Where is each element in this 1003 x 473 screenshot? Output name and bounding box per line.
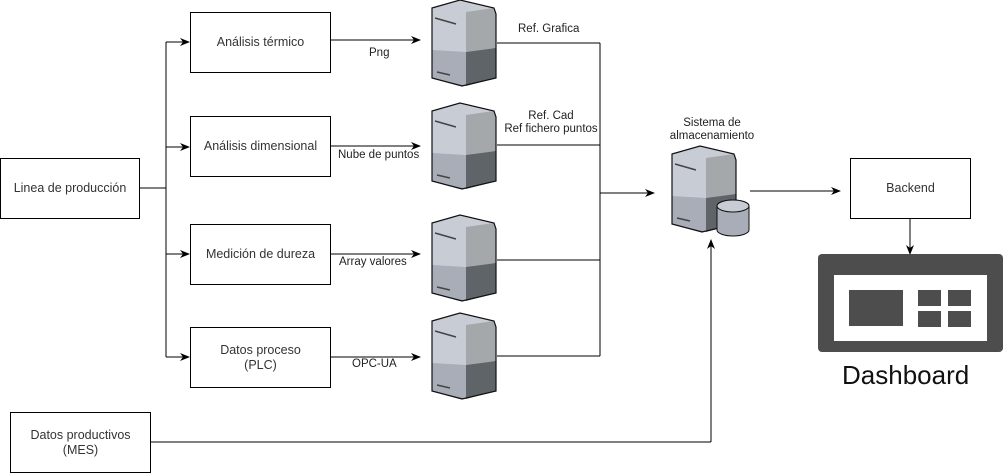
output-label-graphic-ref: Ref. Grafica bbox=[518, 23, 580, 35]
edge-label-opcua: OPC-UA bbox=[352, 358, 397, 370]
source-label: Linea de producción bbox=[13, 181, 127, 195]
process-label: Análisis térmico bbox=[216, 35, 305, 49]
connector-servers-to-storage bbox=[497, 42, 655, 357]
dashboard-icon bbox=[818, 254, 1003, 352]
connector-process-to-server bbox=[330, 36, 421, 361]
server-icon-thermal bbox=[431, 0, 497, 87]
process-node-hardness[interactable]: Medición de dureza bbox=[190, 224, 331, 285]
process-node-thermal[interactable]: Análisis térmico bbox=[190, 12, 331, 73]
output-label-cad-ref: Ref. Cad Ref fichero puntos bbox=[504, 110, 598, 135]
server-icon-process bbox=[431, 312, 497, 400]
dashboard-label: Dashboard bbox=[842, 360, 970, 390]
mes-label: Datos productivos (MES) bbox=[30, 427, 131, 457]
server-icon-hardness bbox=[431, 214, 497, 302]
storage-label: Sistema de almacenamiento bbox=[669, 117, 755, 142]
process-label: Medición de dureza bbox=[205, 247, 316, 261]
process-node-dimensional[interactable]: Análisis dimensional bbox=[190, 116, 331, 177]
edge-label-png: Png bbox=[369, 47, 390, 59]
edge-label-array: Array valores bbox=[339, 256, 407, 268]
connector-source-trunk bbox=[139, 38, 190, 361]
mes-node[interactable]: Datos productivos (MES) bbox=[10, 412, 151, 473]
edge-label-point-cloud: Nube de puntos bbox=[338, 149, 420, 161]
server-icon-dimensional bbox=[431, 102, 497, 190]
process-label: Análisis dimensional bbox=[203, 139, 318, 153]
backend-node[interactable]: Backend bbox=[850, 158, 971, 219]
backend-label: Backend bbox=[886, 181, 935, 195]
source-node-production-line[interactable]: Linea de producción bbox=[0, 158, 140, 219]
process-node-plc[interactable]: Datos proceso (PLC) bbox=[190, 327, 331, 388]
storage-server-icon bbox=[671, 145, 750, 237]
process-label: Datos proceso (PLC) bbox=[220, 342, 301, 372]
connector-mes-to-storage bbox=[150, 239, 715, 443]
